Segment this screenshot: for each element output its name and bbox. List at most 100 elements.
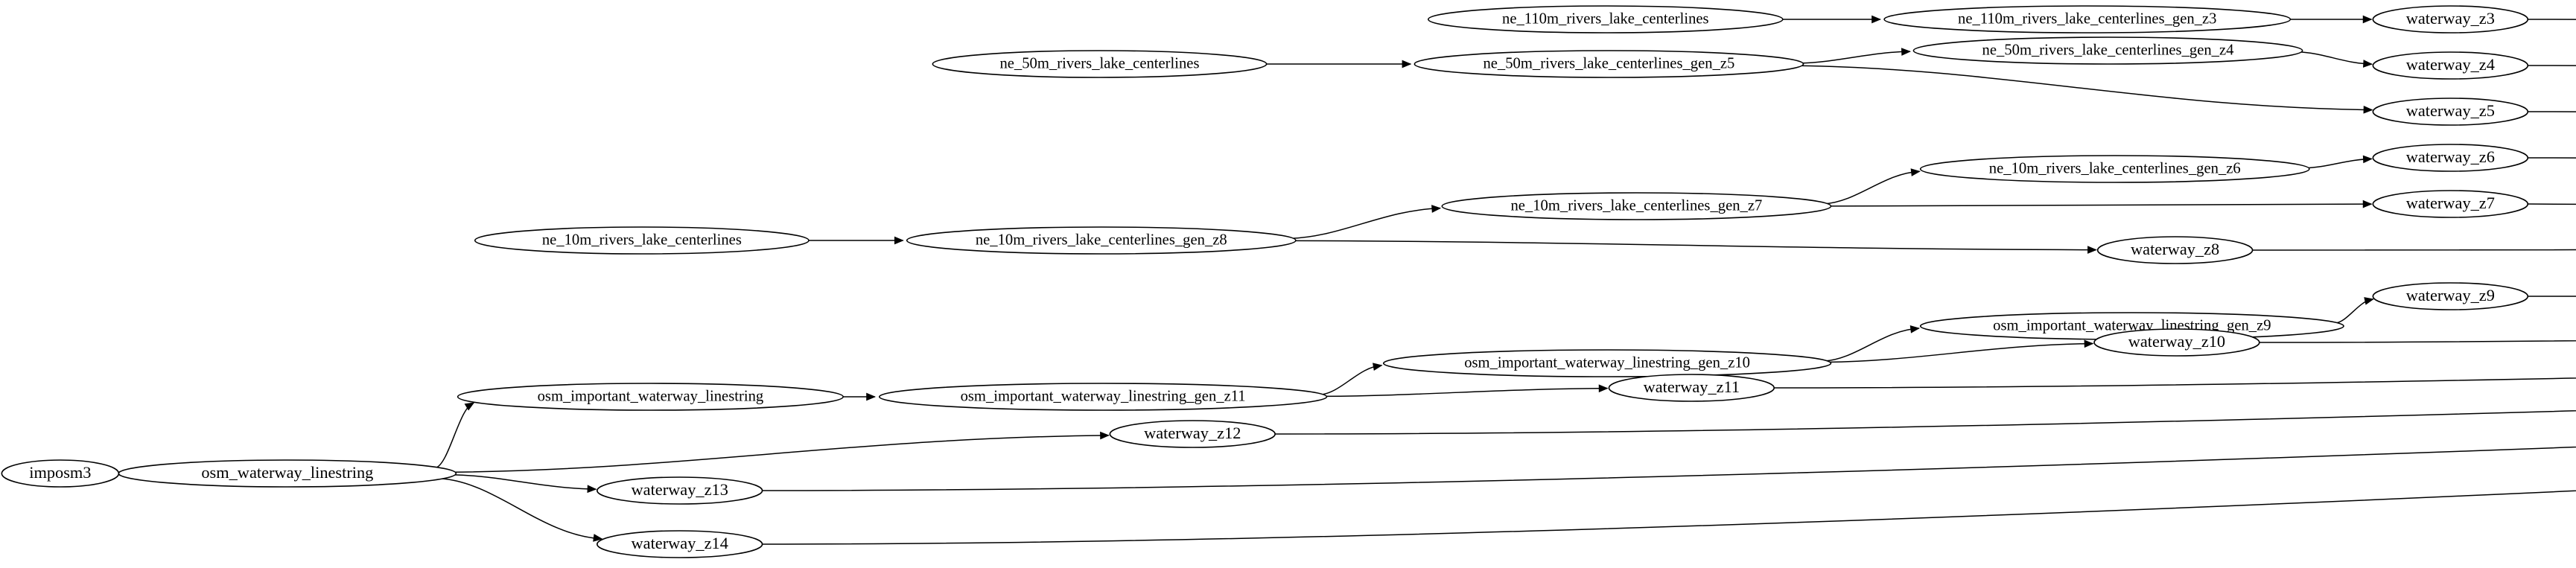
graph-edge: [839, 392, 877, 401]
graph-edge: [1289, 205, 1442, 240]
node-label: waterway_z7: [2406, 194, 2495, 212]
graph-edge: [435, 402, 475, 468]
graph-node-waterway_z4[interactable]: waterway_z4: [2372, 51, 2529, 80]
graph-node-waterway_z10[interactable]: waterway_z10: [2093, 328, 2260, 357]
node-label: ne_50m_rivers_lake_centerlines_gen_z4: [1982, 42, 2234, 59]
graph-node-waterway_z13[interactable]: waterway_z13: [596, 476, 763, 505]
graph-edge: [1825, 339, 2094, 363]
graph-node-waterway_z9[interactable]: waterway_z9: [2372, 282, 2529, 310]
graph-edge: [451, 431, 1110, 473]
node-label: osm_important_waterway_linestring_gen_z1…: [1464, 355, 1750, 371]
graph-node-waterway_z6[interactable]: waterway_z6: [2372, 144, 2529, 172]
graph-node-ne_10m_rivers_lake_centerlines_gen_z6[interactable]: ne_10m_rivers_lake_centerlines_gen_z6: [1919, 155, 2310, 183]
graph-edge: [1275, 410, 2576, 435]
graph-edge: [805, 236, 904, 245]
graph-edge: [2252, 249, 2576, 251]
node-ellipse: [596, 530, 763, 558]
node-ellipse: [474, 226, 810, 255]
graph-edge: [1823, 325, 1921, 362]
node-ellipse: [2372, 190, 2529, 218]
node-ellipse: [1608, 374, 1775, 402]
node-ellipse: [2372, 5, 2529, 33]
graph-edge: [762, 446, 2576, 491]
graph-edge: [2528, 157, 2576, 159]
node-label: ne_110m_rivers_lake_centerlines: [1502, 11, 1709, 28]
graph-edge: [1824, 168, 1921, 205]
node-ellipse: [1109, 420, 1276, 448]
graph-node-ne_10m_rivers_lake_centerlines[interactable]: ne_10m_rivers_lake_centerlines: [474, 226, 810, 255]
node-ellipse: [2372, 144, 2529, 172]
graph-edge: [1322, 384, 1609, 398]
graph-edge: [2528, 203, 2576, 205]
node-label: waterway_z9: [2406, 286, 2495, 304]
node-ellipse: [1413, 50, 1804, 78]
node-label: imposm3: [29, 463, 91, 482]
node-label: waterway_z6: [2406, 147, 2495, 166]
node-label: waterway_z14: [632, 534, 728, 552]
node-ellipse: [457, 383, 845, 411]
graph-node-waterway_z11[interactable]: waterway_z11: [1608, 374, 1775, 402]
graph-node-ne_50m_rivers_lake_centerlines[interactable]: ne_50m_rivers_lake_centerlines: [932, 50, 1268, 78]
node-ellipse: [2372, 51, 2529, 80]
node-ellipse: [906, 226, 1297, 255]
graph-node-osm_important_waterway_linestring_gen_z11[interactable]: osm_important_waterway_linestring_gen_z1…: [878, 383, 1328, 411]
graph-node-waterway_z5[interactable]: waterway_z5: [2372, 98, 2529, 126]
node-label: osm_important_waterway_linestring: [538, 389, 764, 405]
graph-edge: [2334, 297, 2374, 325]
graph-node-ne_110m_rivers_lake_centerlines[interactable]: ne_110m_rivers_lake_centerlines: [1428, 5, 1784, 33]
node-label: ne_110m_rivers_lake_centerlines_gen_z3: [1958, 11, 2216, 28]
graph-node-waterway_z3[interactable]: waterway_z3: [2372, 5, 2529, 33]
graph-edge: [2528, 296, 2576, 297]
graph-node-ne_10m_rivers_lake_centerlines_gen_z7[interactable]: ne_10m_rivers_lake_centerlines_gen_z7: [1441, 192, 1832, 220]
nodes-layer: imposm3 osm_waterway_linestring osm_import…: [1, 5, 2529, 558]
graph-edge: [762, 490, 2576, 545]
node-label: waterway_z4: [2406, 55, 2495, 74]
node-ellipse: [2372, 282, 2529, 310]
node-ellipse: [1428, 5, 1784, 33]
node-label: ne_50m_rivers_lake_centerlines: [999, 56, 1199, 72]
node-label: waterway_z11: [1644, 377, 1740, 396]
graph-node-waterway_z12[interactable]: waterway_z12: [1109, 420, 1276, 448]
node-label: waterway_z8: [2131, 240, 2219, 258]
graph-edge: [2528, 111, 2576, 112]
node-label: waterway_z3: [2406, 9, 2495, 28]
graph-node-osm_important_waterway_linestring[interactable]: osm_important_waterway_linestring: [457, 383, 845, 411]
node-label: waterway_z13: [632, 480, 728, 499]
graph-edge: [1320, 363, 1383, 396]
graph-edge: [1291, 240, 2097, 254]
node-ellipse: [1441, 192, 1832, 220]
node-ellipse: [878, 383, 1328, 411]
edges-layer: [114, 15, 2576, 545]
graph-node-ne_110m_rivers_lake_centerlines_gen_z3[interactable]: ne_110m_rivers_lake_centerlines_gen_z3: [1883, 5, 2292, 33]
graph-edge: [2528, 65, 2576, 66]
node-ellipse: [1382, 349, 1832, 377]
graph-edge: [2297, 51, 2373, 68]
node-label: waterway_z5: [2406, 101, 2495, 120]
node-ellipse: [932, 50, 1268, 78]
node-ellipse: [2096, 236, 2254, 264]
graph-edge: [1827, 200, 2373, 208]
graph-edge: [1263, 60, 1412, 68]
graph-node-ne_50m_rivers_lake_centerlines_gen_z4[interactable]: ne_50m_rivers_lake_centerlines_gen_z4: [1912, 36, 2303, 65]
graph-node-osm_important_waterway_linestring_gen_z10[interactable]: osm_important_waterway_linestring_gen_z1…: [1382, 349, 1832, 377]
node-ellipse: [1919, 155, 2310, 183]
graph-node-osm_waterway_linestring[interactable]: osm_waterway_linestring: [118, 459, 457, 488]
graph-edge: [2286, 15, 2373, 24]
graph-node-waterway_z14[interactable]: waterway_z14: [596, 530, 763, 558]
graph-node-ne_50m_rivers_lake_centerlines_gen_z5[interactable]: ne_50m_rivers_lake_centerlines_gen_z5: [1413, 50, 1804, 78]
node-ellipse: [1883, 5, 2292, 33]
node-label: osm_waterway_linestring: [201, 463, 373, 482]
node-ellipse: [596, 476, 763, 505]
graph-node-waterway_z7[interactable]: waterway_z7: [2372, 190, 2529, 218]
graph-node-waterway_z8[interactable]: waterway_z8: [2096, 236, 2254, 264]
graph-node-ne_10m_rivers_lake_centerlines_gen_z8[interactable]: ne_10m_rivers_lake_centerlines_gen_z8: [906, 226, 1297, 255]
node-ellipse: [1912, 36, 2303, 65]
node-ellipse: [2372, 98, 2529, 126]
graph-node-imposm3[interactable]: imposm3: [1, 459, 120, 488]
graph-edge: [1799, 48, 1911, 64]
node-label: waterway_z10: [2128, 332, 2225, 351]
graph-edge: [451, 474, 597, 494]
graph-edge: [2528, 19, 2576, 20]
